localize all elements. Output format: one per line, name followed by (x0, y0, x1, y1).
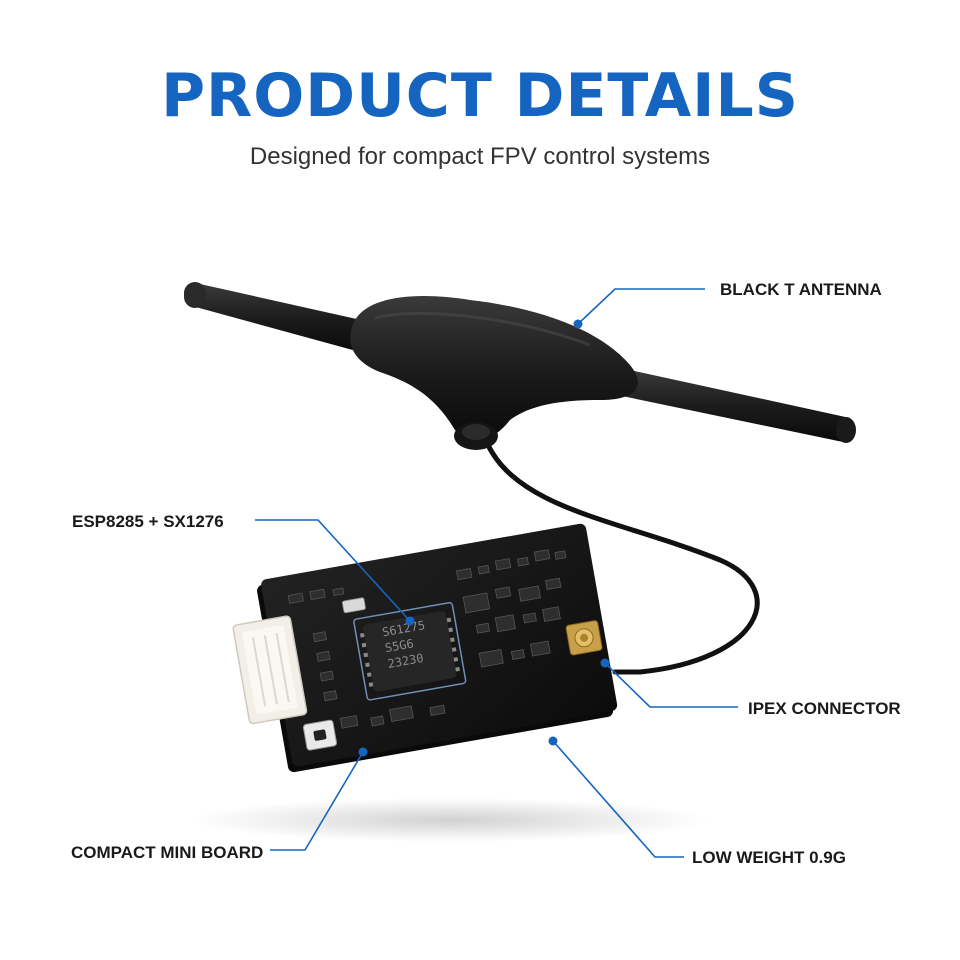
callout-dot-chip (405, 616, 415, 626)
page-title: PRODUCT DETAILS (161, 61, 799, 131)
chip-marking-line2: S5G6 (384, 636, 415, 655)
callout-dot-ipex (600, 658, 610, 668)
callout-line-chip (255, 519, 411, 622)
t-antenna-shape (184, 282, 856, 450)
callout-label-board: COMPACT MINI BOARD (71, 843, 264, 862)
callout-line-weight (552, 740, 684, 858)
callout-line-antenna (577, 288, 705, 325)
pcb-board (257, 523, 618, 773)
main-chip (363, 611, 457, 692)
callout-dot-antenna (573, 319, 583, 329)
board-shadow (190, 798, 710, 842)
callout-line-ipex (604, 662, 738, 708)
callout-dot-board (358, 747, 368, 757)
callout-label-weight: LOW WEIGHT 0.9G (692, 848, 846, 867)
callout-label-antenna: BLACK T ANTENNA (720, 280, 882, 299)
callout-line-board (270, 751, 364, 851)
chip-marking-line3: 23230 (387, 651, 425, 671)
page-subtitle: Designed for compact FPV control systems (249, 143, 711, 170)
callout-label-chip: ESP8285 + SX1276 (72, 512, 224, 531)
ipex-connector-shape (565, 620, 603, 656)
jst-plug (232, 615, 308, 725)
callout-dot-weight (548, 736, 558, 746)
callout-label-ipex: IPEX CONNECTOR (748, 699, 901, 718)
antenna-cable (485, 442, 760, 675)
